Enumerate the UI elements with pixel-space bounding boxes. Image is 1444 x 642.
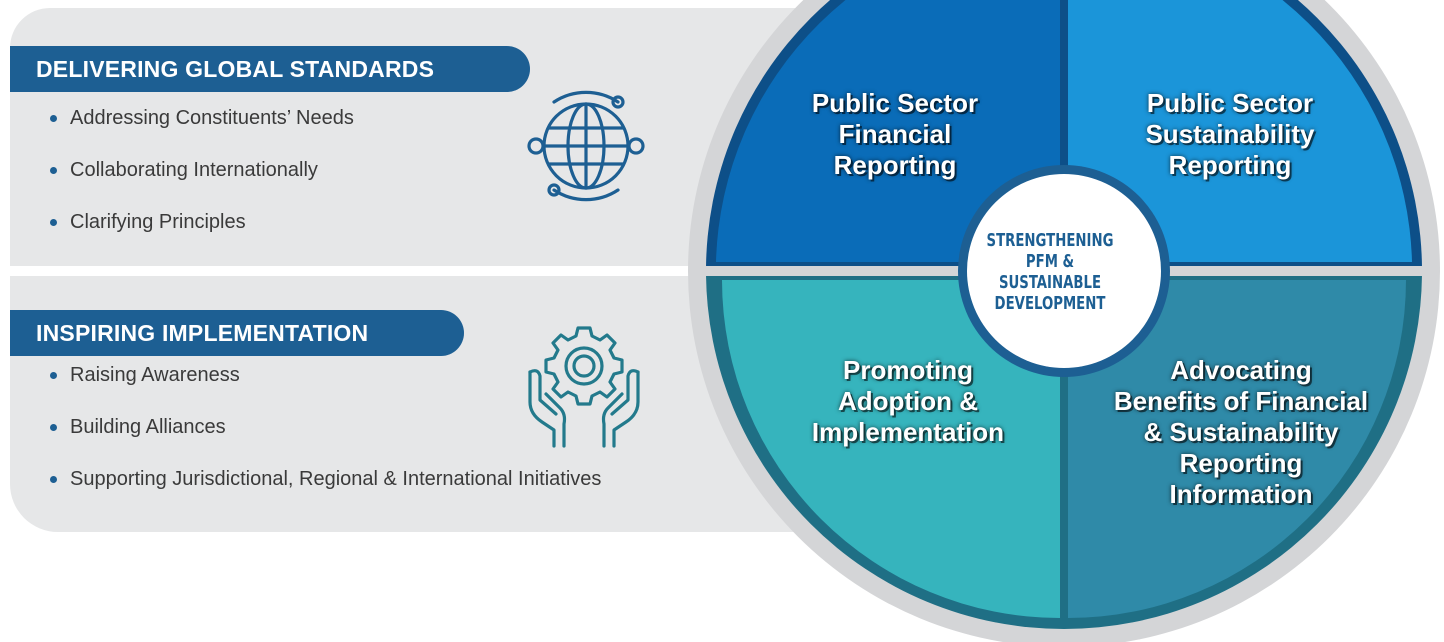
- list-item: Collaborating Internationally: [50, 158, 354, 210]
- label-line: & Sustainability: [1143, 417, 1339, 447]
- gear-hands-icon: [528, 326, 640, 448]
- list-item: Raising Awareness: [50, 363, 601, 415]
- center-label-line: PFM &: [1025, 251, 1075, 272]
- implementation-banner: INSPIRING IMPLEMENTATION: [10, 310, 464, 356]
- list-item: Addressing Constituents’ Needs: [50, 106, 354, 158]
- standards-list: Addressing Constituents’ Needs Collabora…: [50, 106, 354, 262]
- standards-banner: DELIVERING GLOBAL STANDARDS: [10, 46, 530, 92]
- globe-icon: [527, 90, 645, 202]
- adoption-implementation-label: Promoting Adoption & Implementation: [788, 355, 1028, 448]
- quadrant-sustainability-reporting: [1068, 0, 1412, 262]
- label-line: Sustainability: [1145, 119, 1315, 149]
- implementation-list: Raising Awareness Building Alliances Sup…: [50, 363, 601, 519]
- label-line: Information: [1169, 479, 1313, 509]
- label-line: Implementation: [811, 417, 1005, 447]
- label-line: Reporting: [833, 150, 957, 180]
- list-item: Building Alliances: [50, 415, 601, 467]
- quadrant-financial-reporting: [716, 0, 1060, 262]
- label-line: Promoting: [843, 355, 973, 385]
- center-label-line: SUSTAINABLE: [998, 272, 1102, 293]
- list-item: Clarifying Principles: [50, 210, 354, 262]
- quadrant-adoption-implementation: [722, 280, 1060, 618]
- label-line: Advocating: [1170, 355, 1312, 385]
- label-line: Adoption &: [837, 386, 979, 416]
- quadrant-advocating-benefits: [1068, 280, 1406, 618]
- sustainability-reporting-label: Public Sector Sustainability Reporting: [1120, 88, 1340, 181]
- label-line: Public Sector: [811, 88, 979, 118]
- advocating-benefits-label: Advocating Benefits of Financial & Susta…: [1096, 355, 1386, 510]
- label-line: Reporting: [1168, 150, 1292, 180]
- label-line: Public Sector: [1146, 88, 1314, 118]
- center-label: STRENGTHENING PFM & SUSTAINABLE DEVELOPM…: [976, 230, 1124, 314]
- center-circle: [967, 174, 1161, 368]
- financial-reporting-label: Public Sector Financial Reporting: [790, 88, 1000, 181]
- label-line: Reporting: [1179, 448, 1303, 478]
- list-item: Supporting Jurisdictional, Regional & In…: [50, 467, 601, 519]
- center-label-line: DEVELOPMENT: [994, 293, 1106, 314]
- center-label-line: STRENGTHENING: [986, 230, 1114, 251]
- label-line: Benefits of Financial: [1113, 386, 1369, 416]
- label-line: Financial: [838, 119, 952, 149]
